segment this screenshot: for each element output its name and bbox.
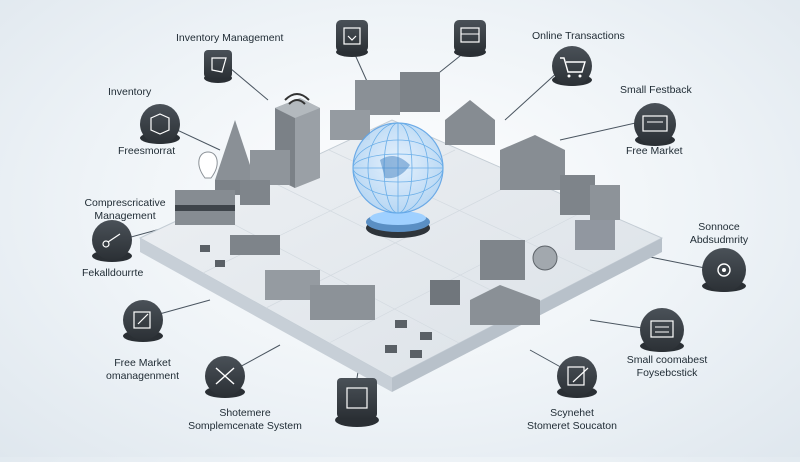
shopping-cart-icon	[552, 46, 592, 86]
label-line: Small coomabest	[626, 354, 708, 366]
clipboard-checklist-icon	[640, 308, 684, 352]
label-line: Management	[94, 210, 156, 222]
tag-heart-icon	[204, 50, 232, 83]
central-globe	[352, 122, 444, 238]
label-online-transactions: Online Transactions	[532, 30, 625, 42]
label-line: Free Market	[114, 357, 171, 369]
label-line: Shotemere	[219, 407, 271, 419]
scissors-icon	[92, 220, 132, 262]
icon-pedestals	[92, 20, 746, 427]
label-small-festback: Small Festback	[620, 84, 692, 96]
label-freesmorrat: Freesmorrat	[118, 145, 176, 157]
label-inventory-management: Inventory Management	[176, 32, 284, 44]
gear-settings-icon	[702, 248, 746, 292]
location-pin-icon	[198, 151, 218, 179]
document-pen-icon	[123, 300, 163, 342]
label-line: Abdsudmrity	[689, 234, 749, 246]
storefront-gift-icon	[336, 20, 368, 57]
label-stomeret-soucaton: Scynehet Stomeret Soucaton	[512, 407, 632, 433]
label-line: omanagenment	[106, 370, 179, 382]
form-pen-icon	[557, 356, 597, 398]
label-small-coomabest: Small coomabest Foysebcstick	[612, 354, 722, 380]
label-line: Somplemcenate System	[188, 420, 302, 432]
label-free-market-management: Free Market omanagenment	[95, 357, 190, 383]
tools-icon	[205, 356, 245, 398]
label-line: Scynehet	[550, 407, 594, 419]
label-line: Stomeret Soucaton	[527, 420, 617, 432]
box-stack-icon	[335, 378, 379, 427]
label-line: Sonnoce	[698, 221, 740, 233]
receipt-icon	[634, 103, 676, 146]
label-line: Comprescricative	[84, 197, 166, 209]
label-line: Foysebcstick	[636, 367, 698, 379]
cash-register-icon	[454, 20, 486, 57]
label-comprehensive-management: Comprescricative Management	[65, 197, 185, 223]
label-somplemcenate-system: Shotemere Somplemcenate System	[170, 407, 320, 433]
box-package-icon	[140, 104, 180, 144]
buildings	[175, 72, 620, 358]
label-sonnoce: Sonnoce Abdsudmrity	[664, 221, 774, 247]
label-fekalldourrte: Fekalldourrte	[82, 267, 144, 279]
label-inventory: Inventory	[108, 86, 152, 98]
wifi-icon	[284, 93, 310, 105]
label-free-market-right: Free Market	[626, 145, 683, 157]
